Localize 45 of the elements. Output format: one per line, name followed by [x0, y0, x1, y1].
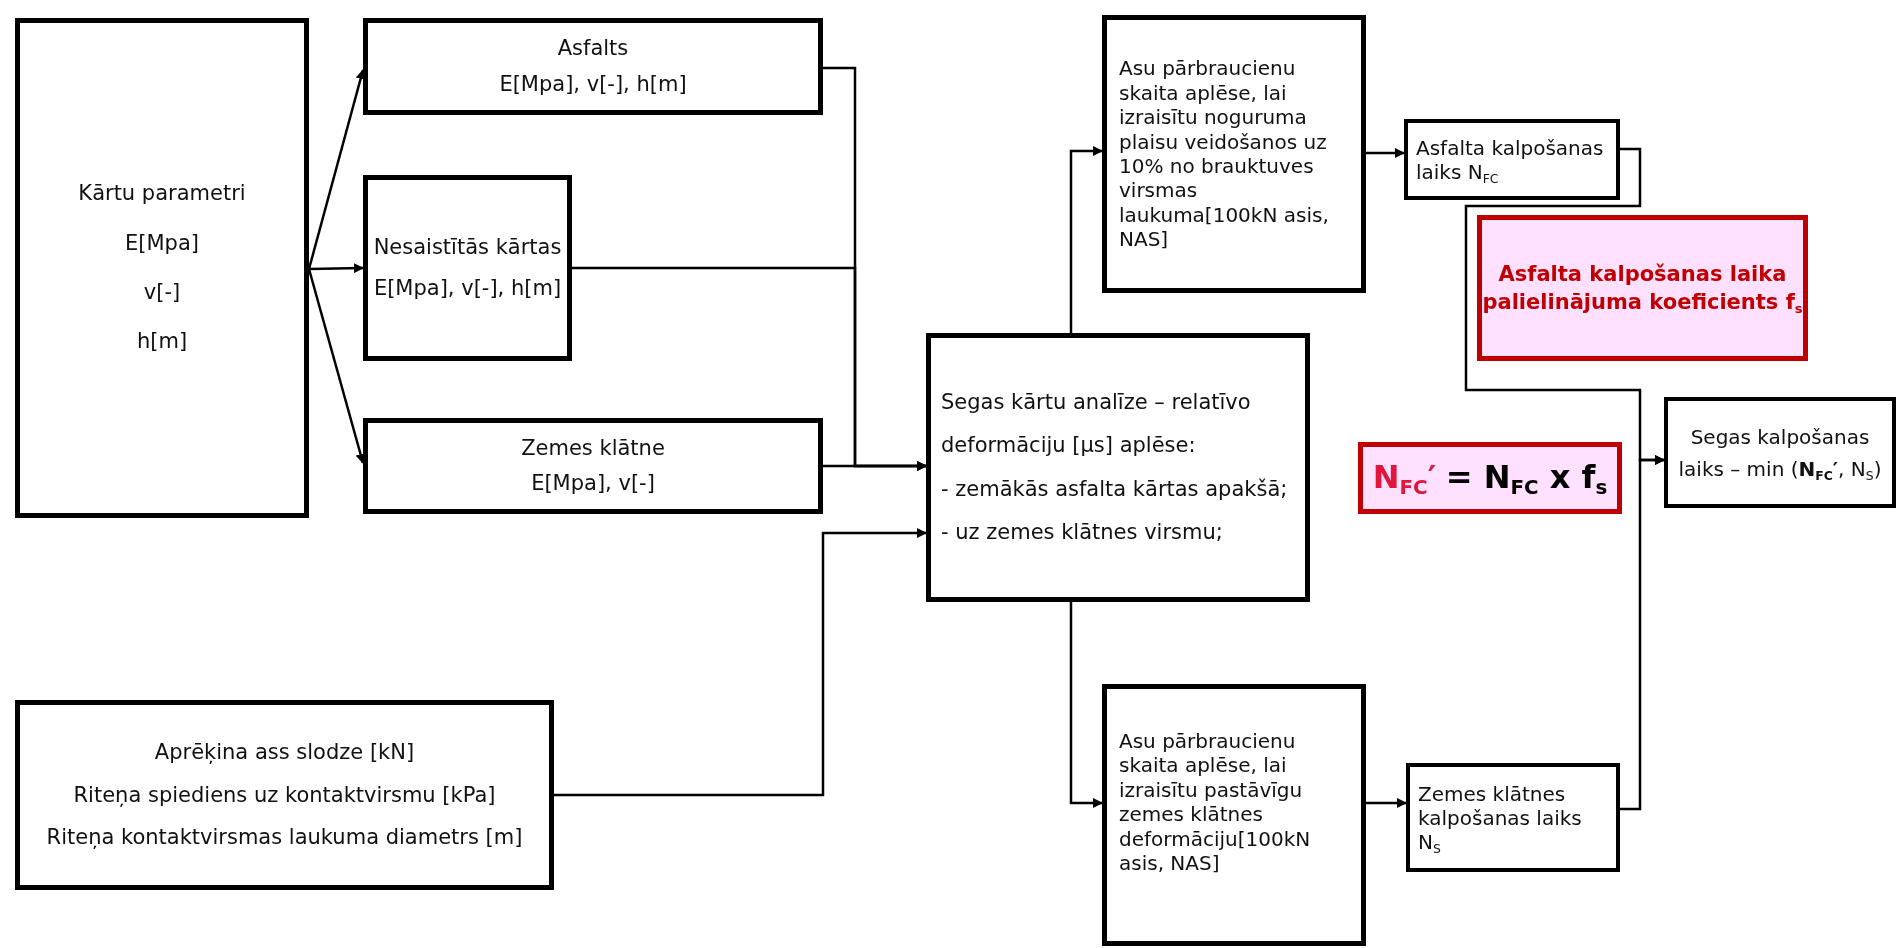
process-box [1102, 15, 1366, 293]
node-heading: Asfalta kalpošanas laika palielinājuma koeficients f$_{s}$ [1482, 260, 1803, 317]
node-heading: Zemes klātne [521, 434, 665, 462]
node-text: v[-] [143, 279, 181, 306]
node-text: E[Mpa], v[-] [531, 470, 655, 497]
node-heading: Kārtu parametri [78, 180, 246, 208]
arrow [1069, 146, 1103, 333]
node-text: E[Mpa] [125, 229, 199, 257]
formula-text: N$_{FC}$′ [1372, 457, 1437, 499]
layer-box [363, 18, 823, 115]
node-heading: Asfalta kalpošanas laiks N$_{FC}$ [1416, 135, 1605, 184]
arrow [1366, 148, 1405, 158]
node-heading: Zemes klātnes kalpošanas laiks N$_{S}$ [1418, 781, 1583, 854]
node-text: h[m] [136, 328, 188, 356]
arrow [308, 263, 364, 274]
arrow [1620, 455, 1665, 811]
process-box [1102, 684, 1366, 946]
result-box [1404, 119, 1620, 200]
layer-box [363, 418, 823, 514]
process-box [926, 333, 1310, 602]
node-text: Riteņa kontaktvirsmas laukuma diametrs [m] [46, 824, 523, 852]
formula-box [1358, 442, 1622, 514]
node-heading: Asfalts [557, 35, 629, 63]
result-box [1664, 397, 1896, 508]
node-text: E[Mpa], v[-], h[m] [373, 275, 562, 302]
node-heading: Segas kārtu analīze – relatīvo deformāciju [μs] aplēse: [941, 389, 1252, 460]
arrow [1069, 602, 1103, 808]
parameter-box [15, 18, 309, 518]
result-box [1406, 763, 1620, 872]
arrow [823, 461, 927, 471]
load-box [15, 700, 554, 890]
node-heading: Aprēķina ass slodze [kN] [154, 738, 415, 766]
node-heading: Nesaistītās kārtas [373, 233, 562, 261]
layer-box [363, 175, 572, 361]
node-text: Riteņa spiediens uz kontaktvirsmu [kPa] [73, 781, 496, 809]
node-text: - uz zemes klātnes virsmu; [941, 518, 1223, 546]
arrow [554, 528, 927, 797]
node-text: E[Mpa], v[-], h[m] [499, 70, 687, 98]
node-heading: Asu pārbraucienu skaita aplēse, lai izraisītu pastāvīgu zemes klātnes deformāciju[100kN asis, NAS] [1119, 729, 1312, 876]
coefficient-box [1477, 215, 1808, 361]
node-heading: Segas kalpošanas laiks – min (N$_{FC}$′, N$_{S}$) [1677, 423, 1883, 485]
formula-text: = N$_{FC}$ x f$_{s}$ [1445, 457, 1608, 499]
node-heading: Asu pārbraucienu skaita aplēse, lai izraisītu noguruma plaisu veidošanos uz 10% no brauktuves virsmas laukuma[100kN asis, NAS] [1119, 56, 1330, 252]
node-text: - zemākās asfalta kārtas apakšā; [941, 475, 1288, 503]
arrow [1366, 798, 1407, 808]
